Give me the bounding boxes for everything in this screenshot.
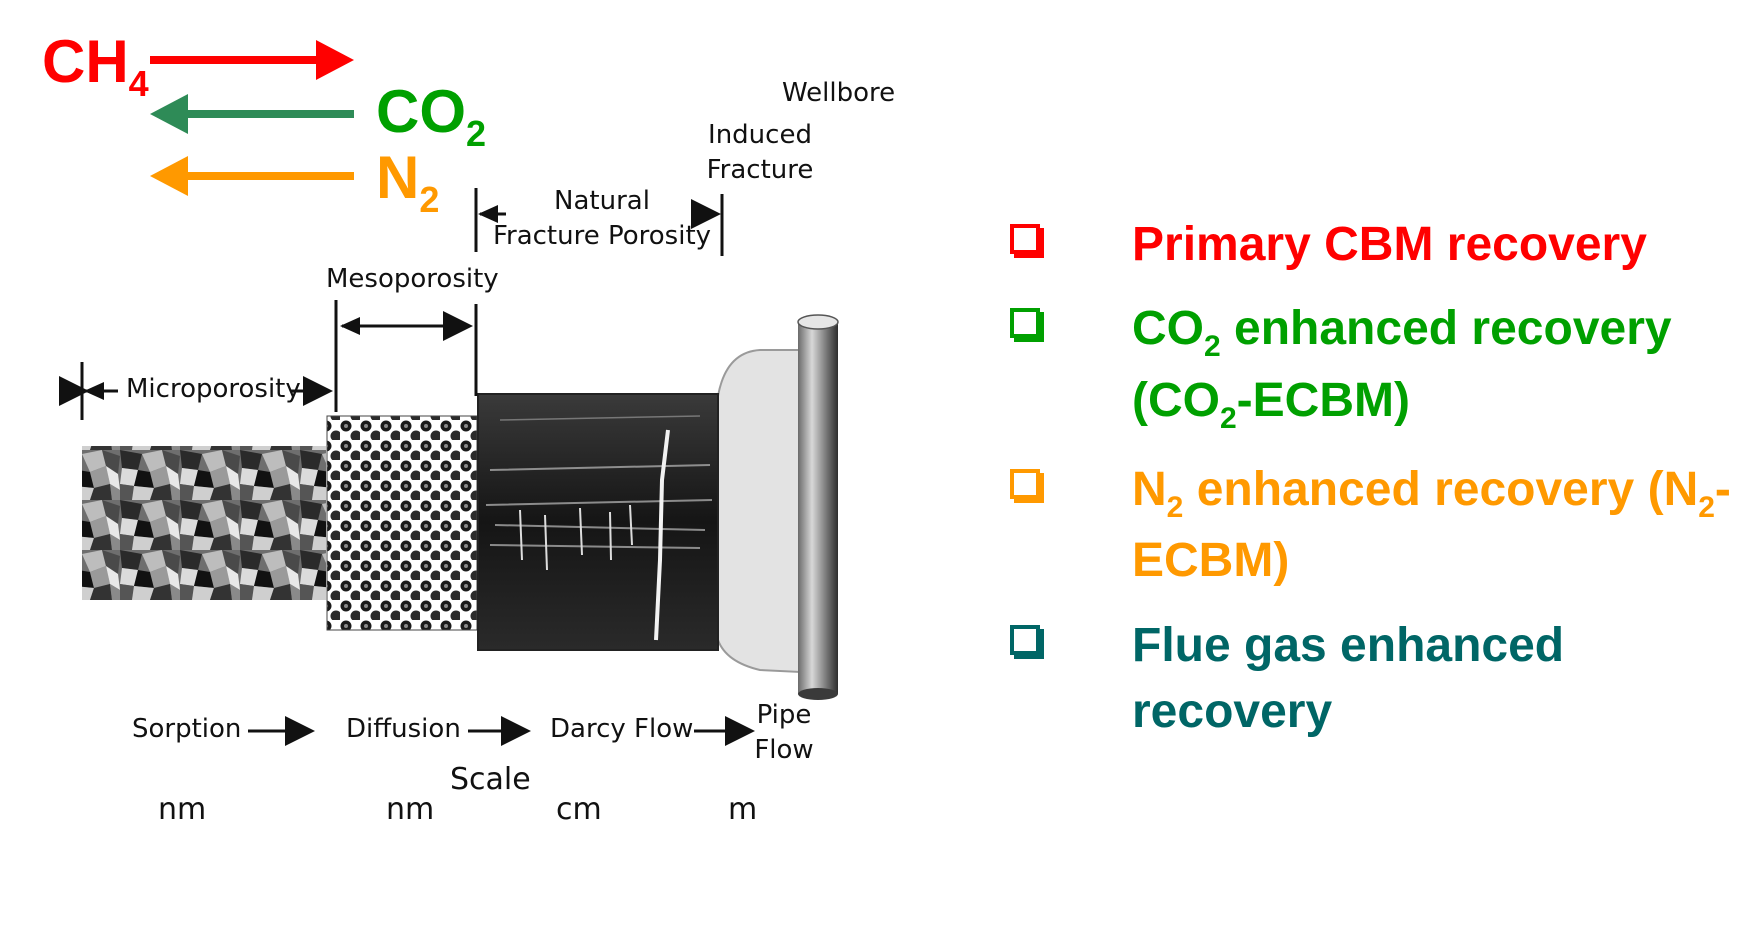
scale-unit-3: cm (556, 792, 602, 827)
microporosity-label: Microporosity (126, 374, 301, 404)
legend-item: Flue gas enhanced recovery (1010, 613, 1740, 745)
legend-text-part: Primary CBM recovery (1132, 218, 1647, 271)
legend-text: Primary CBM recovery (1132, 212, 1740, 278)
induced-fracture-label: Induced Fracture (706, 120, 814, 186)
darcy-flow-label: Darcy Flow (550, 714, 694, 744)
diffusion-label: Diffusion (346, 714, 461, 744)
n2-arrow (150, 156, 354, 196)
microporosity-block (82, 446, 326, 600)
legend-subscript: 2 (1166, 491, 1184, 525)
legend-text-part: Flue gas enhanced recovery (1132, 618, 1565, 738)
legend-subscript: 2 (1698, 491, 1715, 525)
legend-item: Primary CBM recovery (1010, 212, 1740, 278)
legend-text: N2 enhanced recovery (N2-ECBM) (1132, 457, 1740, 595)
legend-text: CO2 enhanced recovery (CO2-ECBM) (1132, 296, 1740, 439)
legend-item: CO2 enhanced recovery (CO2-ECBM) (1010, 296, 1740, 439)
natural-fracture-label: Natural Fracture Porosity (492, 186, 712, 252)
wellbore-label: Wellbore (782, 78, 896, 108)
natural-fracture-block (477, 393, 719, 651)
checkbox-bullet-icon (1010, 224, 1040, 254)
legend-text-part: -ECBM) (1236, 373, 1410, 427)
scale-unit-1: nm (158, 792, 207, 827)
checkbox-bullet-icon (1010, 308, 1040, 339)
legend-text-part: CO (1132, 302, 1204, 356)
legend-text-part: enhanced recovery (N (1183, 463, 1699, 517)
ch4-label: CH4 (42, 28, 149, 104)
legend-text: Flue gas enhanced recovery (1132, 613, 1740, 745)
sorption-label: Sorption (132, 714, 242, 744)
legend-text-part: N (1132, 463, 1167, 517)
induced-fracture-shape (717, 349, 801, 674)
ch4-arrow (150, 40, 354, 80)
checkbox-bullet-icon (1010, 469, 1040, 500)
pipe-flow-label: Pipe Flow (754, 700, 814, 766)
scale-unit-4: m (728, 792, 758, 827)
mesoporosity-block (326, 415, 478, 631)
legend-subscript: 2 (1204, 330, 1221, 364)
legend-text-part: -ECBM) (1132, 463, 1731, 588)
legend-subscript: 2 (1219, 401, 1237, 435)
mesoporosity-label: Mesoporosity (326, 264, 499, 294)
co2-arrow (150, 94, 354, 134)
n2-label: N2 (376, 144, 440, 220)
checkbox-bullet-icon (1010, 624, 1040, 655)
legend-item: N2 enhanced recovery (N2-ECBM) (1010, 457, 1740, 595)
mesoporosity-dimension (342, 304, 478, 396)
wellbore-pipe (797, 314, 839, 700)
scale-unit-2: nm (386, 792, 435, 827)
scale-label: Scale (450, 762, 531, 797)
legend-text-part: enhanced recovery (CO (1132, 302, 1672, 427)
co2-label: CO2 (376, 78, 487, 154)
